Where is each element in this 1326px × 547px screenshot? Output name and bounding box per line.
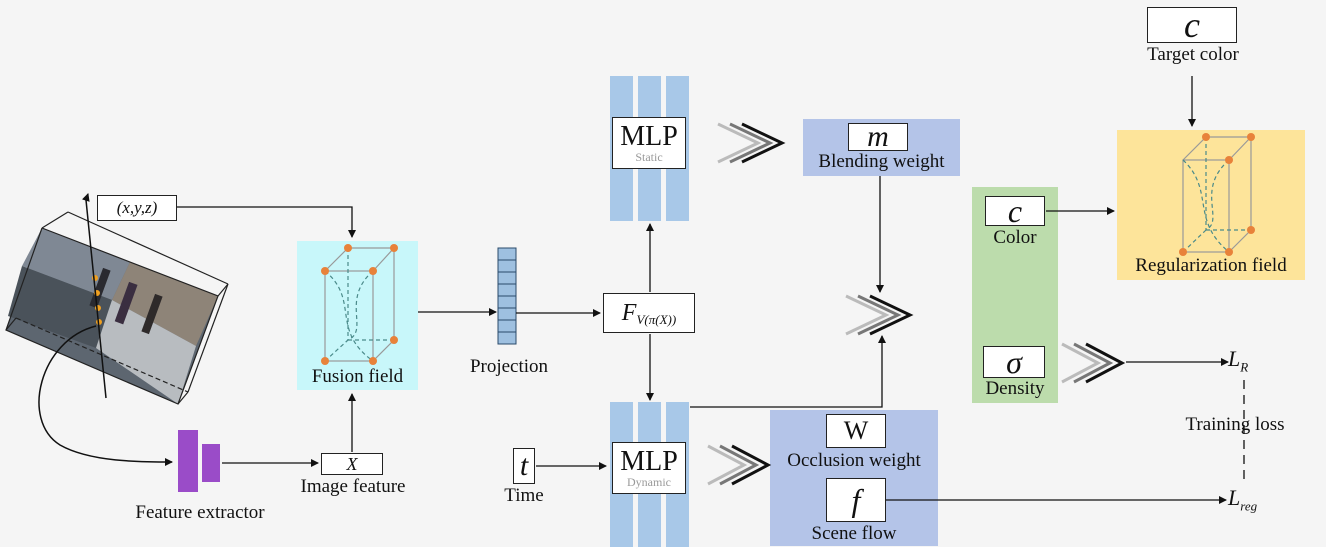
scene-flow-symbol: f bbox=[851, 481, 861, 518]
coordinate-box: (x,y,z) bbox=[97, 195, 177, 221]
blending-weight-box: m bbox=[848, 120, 908, 153]
target-color-symbol: c bbox=[1184, 5, 1200, 45]
density-box: σ bbox=[983, 346, 1045, 378]
scene-flow-box: f bbox=[826, 478, 886, 522]
regularization-panel bbox=[1117, 130, 1305, 280]
occlusion-weight-symbol: W bbox=[843, 416, 869, 445]
density-label: Density bbox=[985, 378, 1045, 399]
loss-lreg: Lreg bbox=[1228, 485, 1288, 514]
mlp-static-title: MLP bbox=[620, 121, 678, 152]
feature-extractor-block-1 bbox=[178, 430, 198, 492]
fused-feature-symbol: F bbox=[621, 299, 637, 326]
time-symbol: t bbox=[519, 449, 529, 482]
coordinate-label: (x,y,z) bbox=[116, 198, 158, 217]
mlp-dynamic-subtitle: Dynamic bbox=[627, 475, 671, 489]
chevron-density-output bbox=[1061, 342, 1126, 384]
chevron-dynamic-output bbox=[707, 444, 772, 486]
training-loss-label: Training loss bbox=[1185, 414, 1285, 435]
regularization-cuboid bbox=[1179, 133, 1255, 256]
density-symbol: σ bbox=[1006, 344, 1022, 380]
fused-feature-subscript: V(π(X)) bbox=[636, 312, 677, 327]
color-label: Color bbox=[993, 227, 1037, 248]
occlusion-weight-label: Occlusion weight bbox=[787, 450, 921, 471]
feature-extractor-label: Feature extractor bbox=[135, 502, 265, 523]
occlusion-weight-box: W bbox=[826, 414, 886, 448]
color-symbol: c bbox=[1007, 193, 1023, 229]
image-feature-symbol: X bbox=[346, 453, 358, 474]
loss-lr: LR bbox=[1228, 346, 1268, 375]
time-box: t bbox=[513, 448, 535, 484]
chevron-static-output bbox=[717, 122, 786, 164]
projection-label: Projection bbox=[469, 356, 549, 377]
loss-lr-sub: R bbox=[1240, 359, 1249, 375]
image-feature-box: X bbox=[321, 453, 383, 475]
scene-flow-label: Scene flow bbox=[811, 523, 897, 544]
regularization-label: Regularization field bbox=[1135, 255, 1287, 276]
blending-weight-label: Blending weight bbox=[818, 151, 945, 172]
time-label: Time bbox=[504, 485, 544, 506]
blending-weight-symbol: m bbox=[867, 120, 889, 153]
loss-lr-main: L bbox=[1228, 346, 1241, 371]
projection-vector bbox=[497, 247, 517, 345]
target-color-label: Target color bbox=[1147, 44, 1239, 65]
mlp-dynamic-box: MLP Dynamic bbox=[612, 442, 686, 494]
mlp-dynamic-title: MLP bbox=[620, 446, 678, 477]
mlp-static-box: MLP Static bbox=[612, 117, 686, 169]
loss-lreg-sub: reg bbox=[1240, 498, 1258, 514]
fusion-field-panel bbox=[297, 241, 418, 390]
mlp-static-subtitle: Static bbox=[635, 150, 663, 164]
fused-feature-box: F V(π(X)) bbox=[603, 293, 695, 333]
image-feature-label: Image feature bbox=[300, 476, 406, 497]
fusion-field-cuboid bbox=[321, 244, 398, 365]
chevron-merge bbox=[845, 294, 914, 336]
loss-lreg-main: L bbox=[1228, 485, 1241, 510]
input-video-frame bbox=[5, 193, 229, 405]
color-box: c bbox=[985, 193, 1045, 229]
fusion-field-label: Fusion field bbox=[311, 366, 404, 387]
feature-extractor-block-2 bbox=[202, 444, 220, 482]
target-color-box: c bbox=[1147, 7, 1237, 43]
